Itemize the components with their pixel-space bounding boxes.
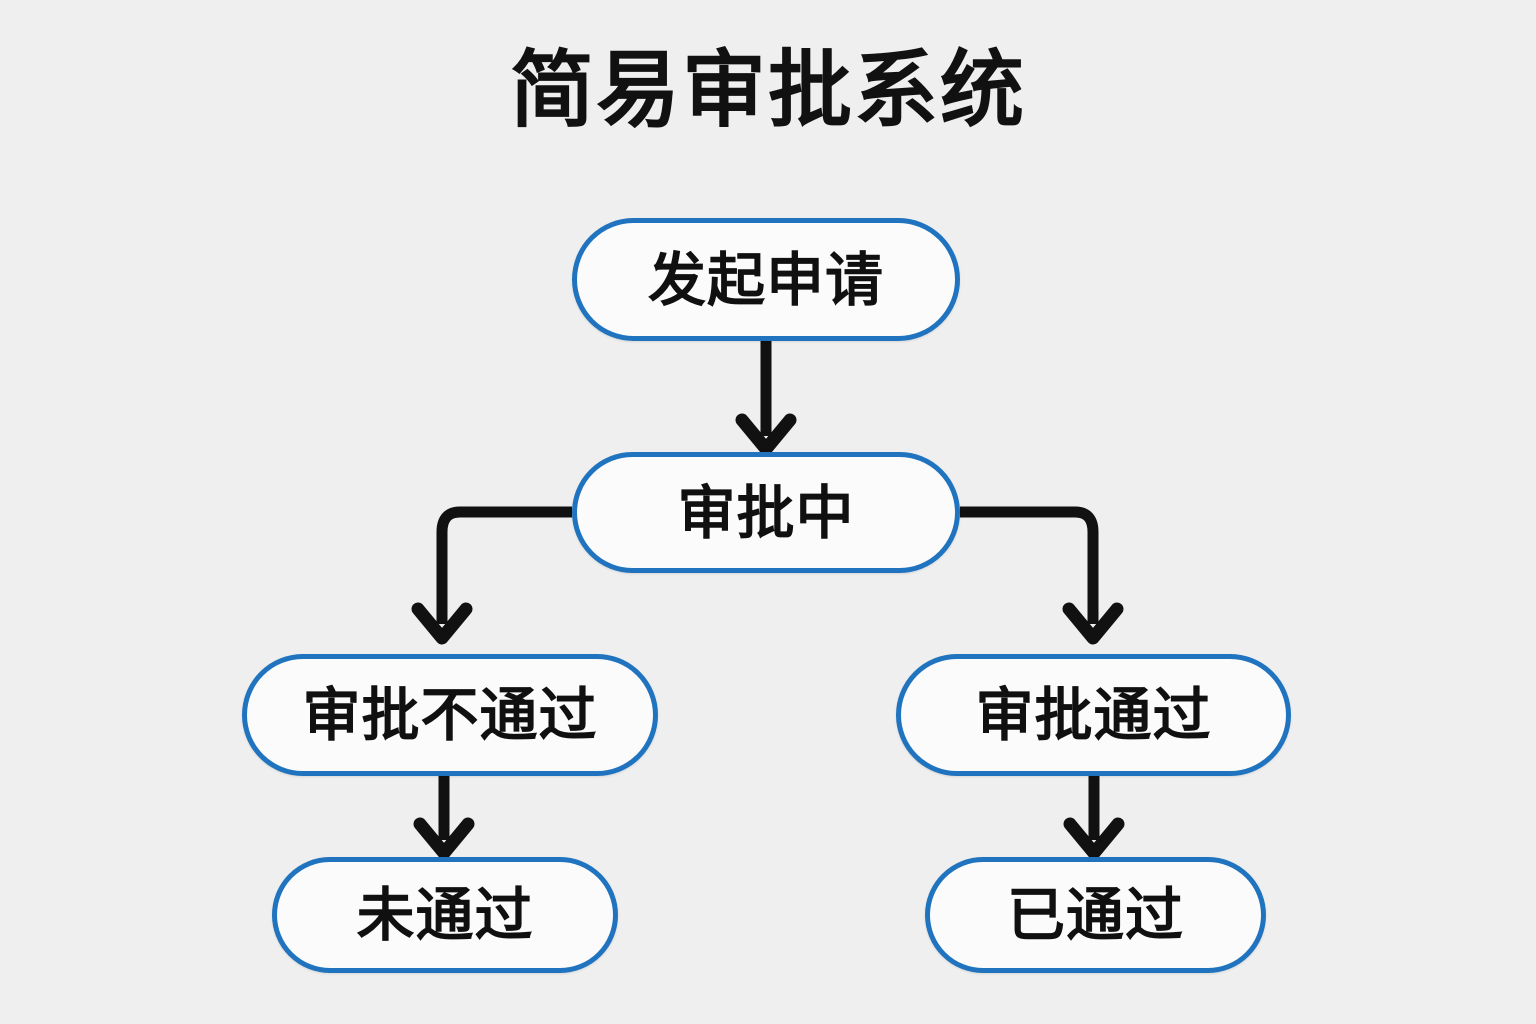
node-reviewing[interactable]: 审批中 <box>572 452 960 573</box>
edge-rejected-to-notpassed <box>413 776 475 860</box>
node-rejected[interactable]: 审批不通过 <box>242 654 658 776</box>
node-rejected-label: 审批不通过 <box>302 681 598 749</box>
node-not-passed-label: 未通过 <box>356 881 534 949</box>
node-start[interactable]: 发起申请 <box>572 218 960 341</box>
edge-reviewing-to-approved <box>960 506 1124 645</box>
edge-approved-to-passed <box>1063 776 1125 860</box>
node-passed[interactable]: 已通过 <box>925 857 1266 973</box>
node-not-passed[interactable]: 未通过 <box>272 857 618 973</box>
page-title: 简易审批系统 <box>509 41 1026 139</box>
node-reviewing-label: 审批中 <box>677 478 855 547</box>
node-approved-label: 审批通过 <box>975 681 1212 749</box>
node-start-label: 发起申请 <box>647 245 884 314</box>
edge-start-to-reviewing <box>735 341 797 456</box>
edge-reviewing-to-rejected <box>411 506 572 645</box>
node-approved[interactable]: 审批通过 <box>896 654 1291 776</box>
node-passed-label: 已通过 <box>1006 881 1184 949</box>
